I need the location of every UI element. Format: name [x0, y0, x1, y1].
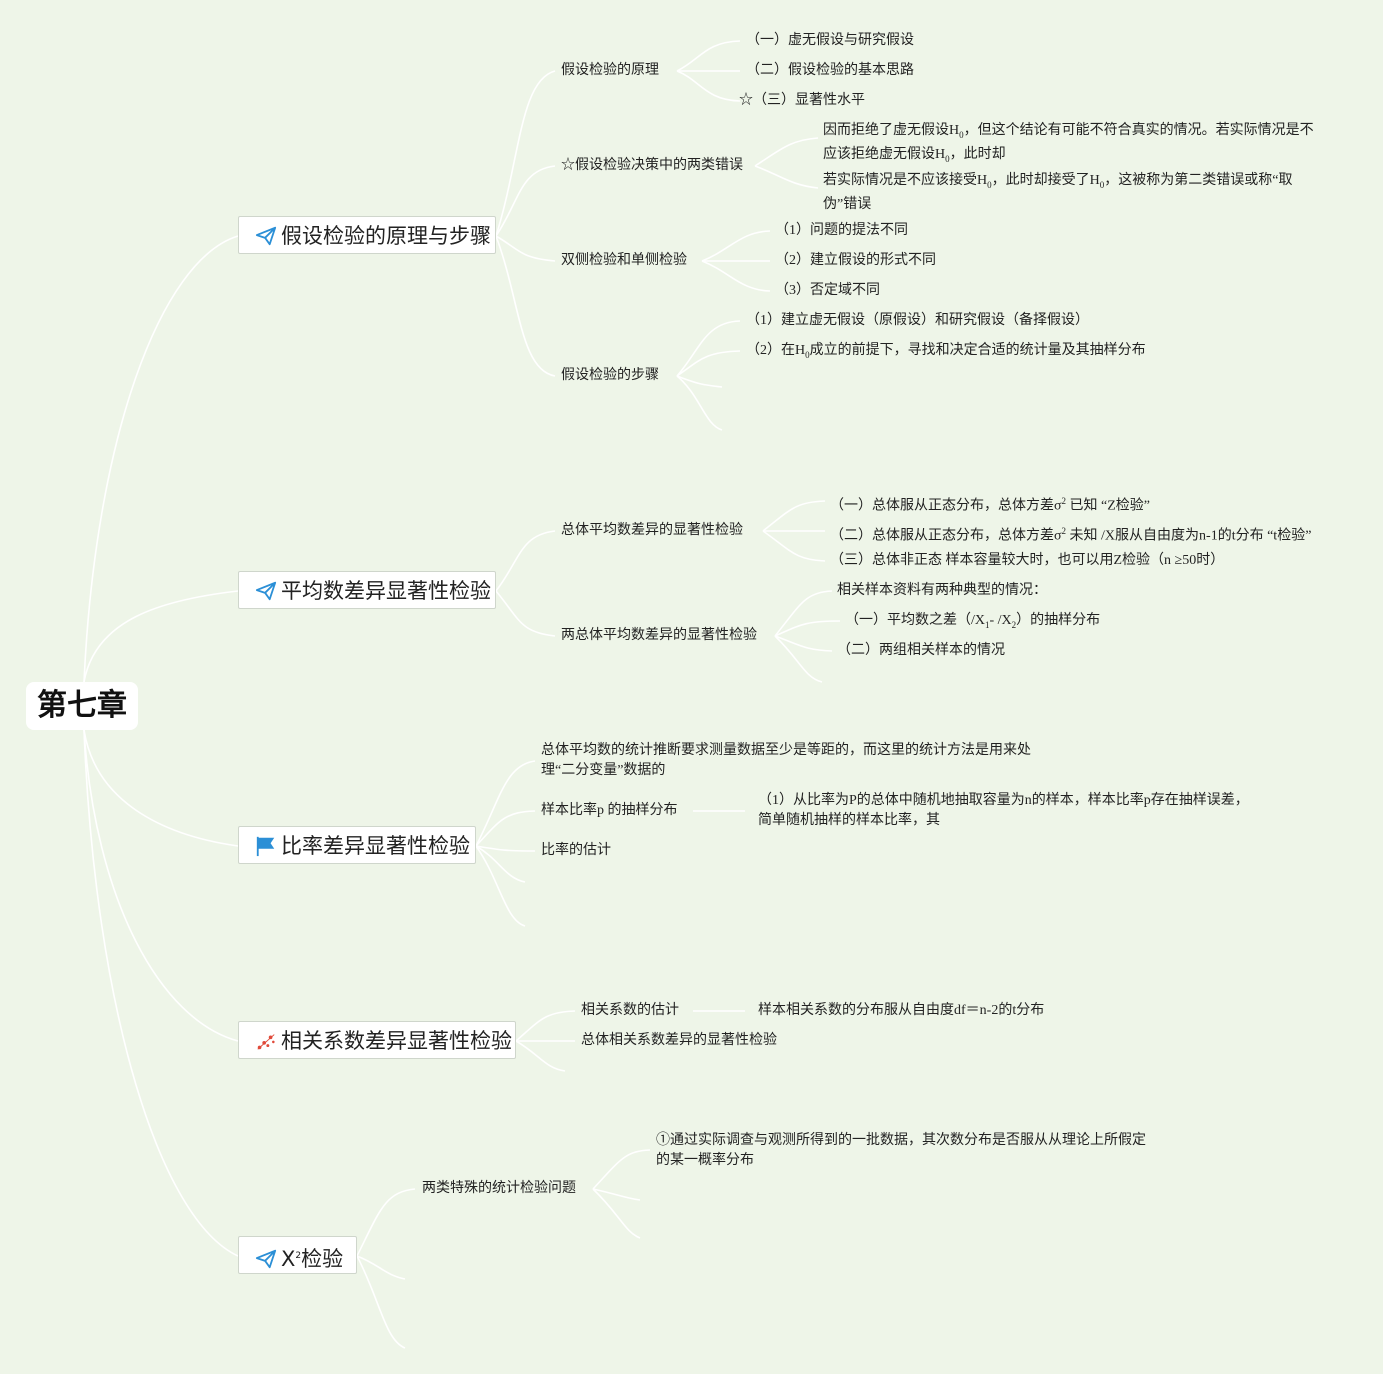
leaf-step2[interactable]: （2）在H0成立的前提下，寻找和决定合适的统计量及其抽样分布 — [746, 343, 1146, 360]
leaf-item[interactable]: （二）两组相关样本的情况 — [837, 643, 1005, 658]
subtopic-steps[interactable]: 假设检验的步骤 — [561, 368, 659, 383]
subtopic-two-tailed[interactable]: 双侧检验和单侧检验 — [561, 253, 687, 268]
branch-node-proportion[interactable]: 比率差异显著性检验 — [238, 826, 476, 864]
leaf-z-test[interactable]: （一）总体服从正态分布，总体方差σ2 已知 “Z检验” — [830, 496, 1151, 514]
subtopic-correlation-estimate[interactable]: 相关系数的估计 — [581, 1003, 679, 1018]
leaf-item[interactable]: ☆（三）显著性水平 — [739, 93, 865, 108]
link-b5-c1 — [356, 1188, 416, 1257]
branch-label: 平均数差异显著性检验 — [281, 579, 491, 603]
link-b1-c1 — [495, 70, 556, 237]
leaf-item[interactable]: （1）从比率为P的总体中随机地抽取容量为n的样本，样本比率p存在抽样误差，简单随… — [758, 793, 1249, 828]
paper-plane-icon — [255, 581, 277, 601]
branch-node-hypothesis-testing[interactable]: 假设检验的原理与步骤 — [238, 216, 496, 254]
leaf-item[interactable]: （3）否定域不同 — [775, 283, 880, 298]
branch-label: X2检验 — [281, 1247, 344, 1271]
leaf-item[interactable]: （二）假设检验的基本思路 — [746, 63, 914, 78]
subtopic-special-tests[interactable]: 两类特殊的统计检验问题 — [422, 1181, 576, 1196]
link-b1-c4 — [495, 235, 556, 377]
leaf-item[interactable]: （2）建立假设的形式不同 — [775, 253, 936, 268]
branch-node-chi-square[interactable]: X2检验 — [238, 1236, 357, 1274]
leaf-item[interactable]: 相关样本资料有两种典型的情况： — [837, 583, 1047, 598]
branch-node-mean-difference[interactable]: 平均数差异显著性检验 — [238, 571, 496, 609]
paper-plane-icon — [255, 1249, 277, 1269]
leaf-mean-diff[interactable]: （一）平均数之差（/X1- /X2）的抽样分布 — [845, 613, 1101, 630]
link-root-b1 — [83, 235, 239, 683]
link-root-b3 — [83, 729, 239, 847]
link-b4-c1 — [515, 1010, 576, 1042]
link-b1-c3 — [495, 235, 556, 262]
subtopic-estimation[interactable]: 比率的估计 — [541, 843, 611, 858]
leaf-item[interactable]: （1）建立虚无假设（原假设）和研究假设（备择假设） — [746, 313, 1089, 328]
leaf-t-test[interactable]: （二）总体服从正态分布，总体方差σ2 未知 /X服从自由度为n-1的t分布 “t… — [830, 526, 1312, 544]
link-b3-c3 — [475, 845, 536, 852]
link-root-b5 — [83, 729, 239, 1257]
link-b1-c2 — [495, 165, 556, 237]
subtopic-principle[interactable]: 假设检验的原理 — [561, 63, 659, 78]
leaf-item[interactable]: ①通过实际调查与观测所得到的一批数据，其次数分布是否服从从理论上所假定的某一概率… — [656, 1133, 1146, 1168]
subtopic-two-errors[interactable]: ☆假设检验决策中的两类错误 — [561, 158, 743, 173]
subtopic-population-mean[interactable]: 总体平均数差异的显著性检验 — [561, 523, 743, 538]
leaf-type2-error[interactable]: 若实际情况是不应该接受H0，此时却接受了H0，这被称为第二类错误或称“取伪”错误 — [823, 173, 1293, 212]
branch-label: 相关系数差异显著性检验 — [281, 1029, 512, 1053]
link-root-b4 — [83, 729, 239, 1042]
flag-icon — [256, 836, 275, 857]
root-node[interactable]: 第七章 — [26, 682, 138, 730]
leaf-item[interactable]: （一）虚无假设与研究假设 — [746, 33, 914, 48]
subtopic-dichotomous[interactable]: 总体平均数的统计推断要求测量数据至少是等距的，而这里的统计方法是用来处理“二分变… — [541, 743, 1031, 778]
link-b2-c1 — [495, 530, 556, 592]
paper-plane-icon — [255, 226, 277, 246]
link-b3-c2 — [475, 810, 536, 847]
branch-label: 比率差异显著性检验 — [281, 834, 470, 858]
link-root-b2 — [83, 590, 239, 683]
link-b2-c2 — [495, 590, 556, 637]
subtopic-two-population-mean[interactable]: 两总体平均数差异的显著性检验 — [561, 628, 757, 643]
leaf-item[interactable]: （1）问题的提法不同 — [775, 223, 908, 238]
leaf-type1-error[interactable]: 因而拒绝了虚无假设H0，但这个结论有可能不符合真实的情况。若实际情况是不应该拒绝… — [823, 123, 1314, 164]
leaf-item[interactable]: 样本相关系数的分布服从自由度df＝n-2的t分布 — [758, 1003, 1045, 1018]
branch-node-correlation[interactable]: 相关系数差异显著性检验 — [238, 1021, 516, 1059]
leaf-item[interactable]: （三）总体非正态 样本容量较大时，也可以用Z检验（n ≥50时） — [830, 553, 1225, 568]
scatter-icon — [257, 1034, 275, 1050]
subtopic-sampling-distribution[interactable]: 样本比率p 的抽样分布 — [541, 803, 678, 818]
subtopic-population-correlation[interactable]: 总体相关系数差异的显著性检验 — [581, 1033, 777, 1048]
link-b3-c1 — [475, 760, 536, 847]
branch-label: 假设检验的原理与步骤 — [281, 224, 491, 248]
